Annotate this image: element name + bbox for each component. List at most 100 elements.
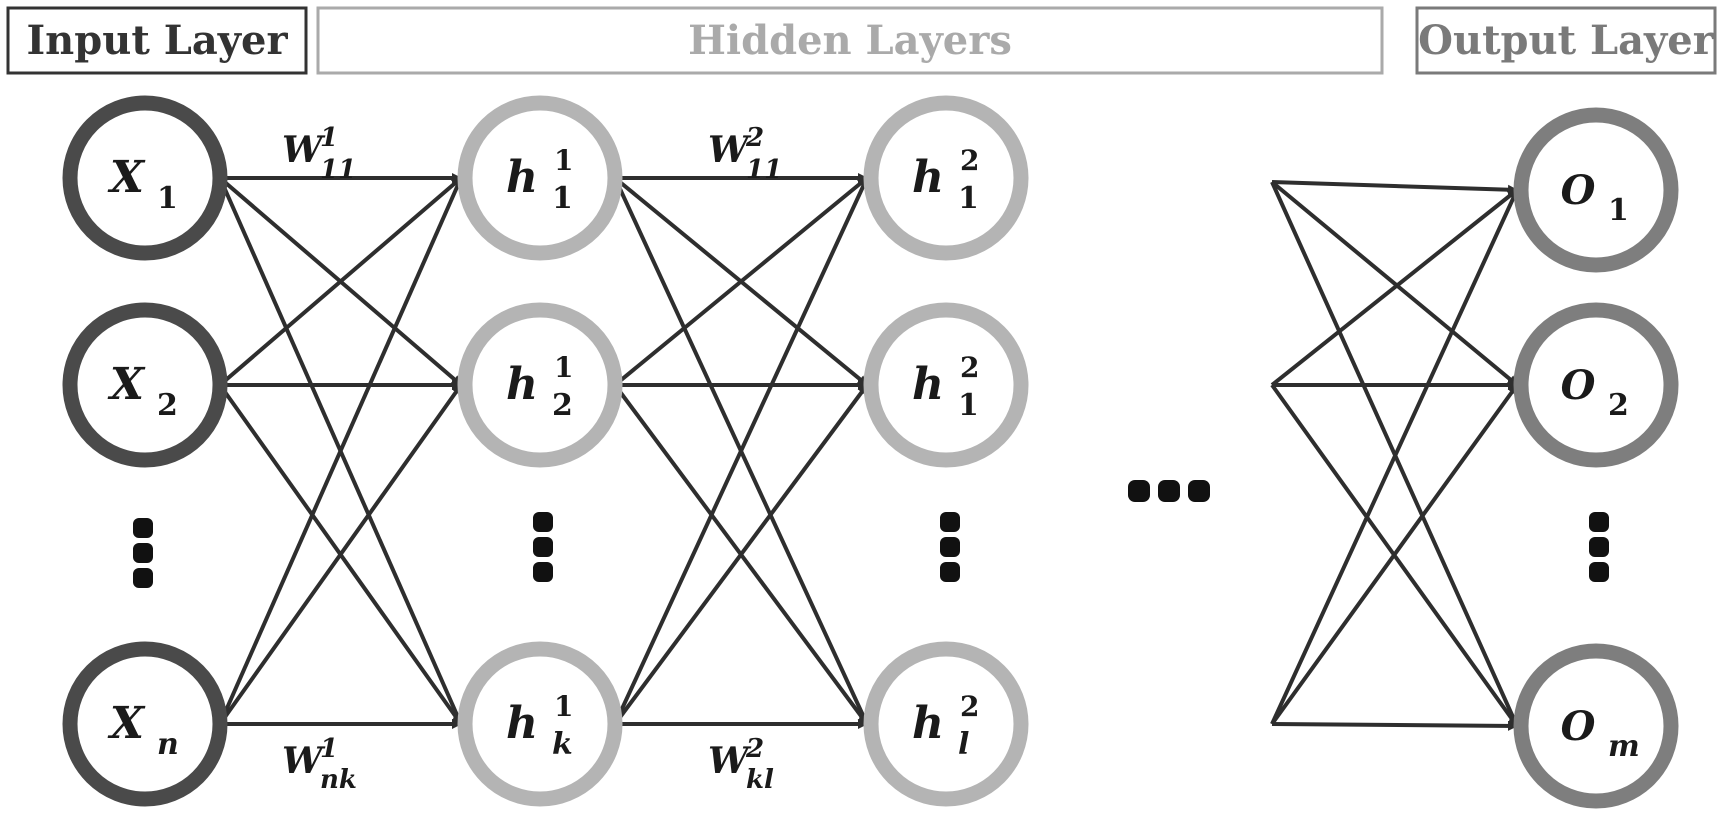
node-label-base: h — [912, 152, 944, 203]
input-layer-title: Input Layer — [26, 17, 288, 64]
svg-text:W: W — [282, 129, 326, 171]
connection-edge — [613, 383, 869, 726]
ellipsis-dot — [133, 518, 153, 538]
node-label-subscript: m — [1608, 729, 1640, 764]
ellipsis-dot — [133, 568, 153, 588]
node-label-base: X — [107, 698, 146, 749]
node-label-base: X — [107, 152, 146, 203]
hidden-layers-header-box — [316, 6, 1384, 75]
weight-subscript: nk — [320, 765, 357, 795]
hidden-layers-header: Hidden Layers — [316, 6, 1384, 75]
input-layer-header-box — [6, 6, 308, 75]
ellipsis-dot — [940, 512, 960, 532]
node-label-base: O — [1561, 362, 1596, 409]
connection-edge — [1271, 720, 1518, 731]
connection-edge — [218, 177, 463, 725]
ellipsis-dot — [1158, 480, 1180, 502]
node-label-subscript: l — [958, 727, 969, 762]
node-label-subscript: 2 — [552, 388, 573, 423]
ellipsis-dot — [1589, 537, 1609, 557]
svg-text:W: W — [282, 740, 326, 782]
node-label-subscript: k — [552, 727, 573, 762]
weight-subscript: 11 — [320, 155, 356, 185]
output-layer-header: Output Layer — [1415, 6, 1717, 75]
connection-edge — [218, 383, 463, 726]
node-ring — [1513, 107, 1679, 273]
output-layer-header-box — [1415, 6, 1717, 75]
weight-label-w2-top: W 2 11 — [708, 123, 782, 185]
hidden2-ellipsis — [940, 512, 960, 582]
middle-layers-ellipsis — [1128, 480, 1210, 502]
node-ring — [863, 95, 1029, 261]
node-label-subscript: 1 — [552, 181, 573, 216]
weight-base: W — [282, 740, 326, 782]
node-label-base: h — [506, 698, 538, 749]
node-label-base: h — [912, 359, 944, 410]
node-label-subscript: 1 — [958, 388, 979, 423]
connection-edge — [218, 176, 463, 387]
ellipsis-dot — [1188, 480, 1210, 502]
output-layer-title: Output Layer — [1418, 17, 1715, 64]
weight-superscript: 1 — [320, 123, 338, 153]
weight-label-w2-bottom: W 2 kl — [708, 734, 774, 795]
input-ellipsis — [133, 518, 153, 588]
node-label-base: h — [506, 359, 538, 410]
node-ring — [457, 95, 623, 261]
node-label-subscript: 2 — [157, 388, 178, 423]
ellipsis-dot — [940, 537, 960, 557]
connection-edge — [613, 176, 869, 387]
node-label-superscript: 2 — [960, 144, 979, 177]
hidden1-ellipsis — [533, 512, 553, 582]
node-label-base: h — [506, 152, 538, 203]
input-layer-header: Input Layer — [6, 6, 308, 75]
node-ring — [863, 302, 1029, 468]
node-ring — [62, 302, 228, 468]
node-label-base: O — [1561, 167, 1596, 214]
ellipsis-dot — [533, 562, 553, 582]
node-label-base: O — [1561, 703, 1596, 750]
ellipsis-dot — [940, 562, 960, 582]
node-ring — [863, 641, 1029, 807]
weight-superscript: 2 — [745, 734, 764, 764]
weight-subscript: 11 — [746, 155, 782, 185]
node-label-subscript: 1 — [157, 181, 178, 216]
node-label-subscript: n — [157, 727, 179, 762]
weight-superscript: 2 — [745, 123, 764, 153]
weight-superscript: 1 — [320, 734, 338, 764]
node-ring — [457, 641, 623, 807]
connection-edges — [218, 173, 1519, 731]
connection-edge — [1271, 180, 1518, 195]
connection-edge — [1270, 180, 1519, 387]
node-ring — [62, 641, 228, 807]
weight-label-w1-bottom: W 1 nk — [282, 734, 357, 795]
svg-text:W: W — [708, 129, 752, 171]
node-ring — [1513, 643, 1679, 809]
node-ring — [457, 302, 623, 468]
ellipsis-dot — [1589, 562, 1609, 582]
node-label-superscript: 1 — [554, 690, 573, 723]
connection-edge — [613, 177, 869, 725]
node-label-subscript: 1 — [1608, 193, 1629, 228]
ellipsis-dot — [1128, 480, 1150, 502]
node-label-subscript: 2 — [1608, 388, 1629, 423]
hidden-layers-title: Hidden Layers — [688, 17, 1012, 64]
ellipsis-dot — [133, 543, 153, 563]
weight-label-w1-top: W 1 11 — [282, 123, 356, 185]
ellipsis-dot — [1589, 512, 1609, 532]
node-label-base: h — [912, 698, 944, 749]
output-ellipsis — [1589, 512, 1609, 582]
node-label-base: X — [107, 359, 146, 410]
weight-subscript: kl — [746, 765, 774, 795]
